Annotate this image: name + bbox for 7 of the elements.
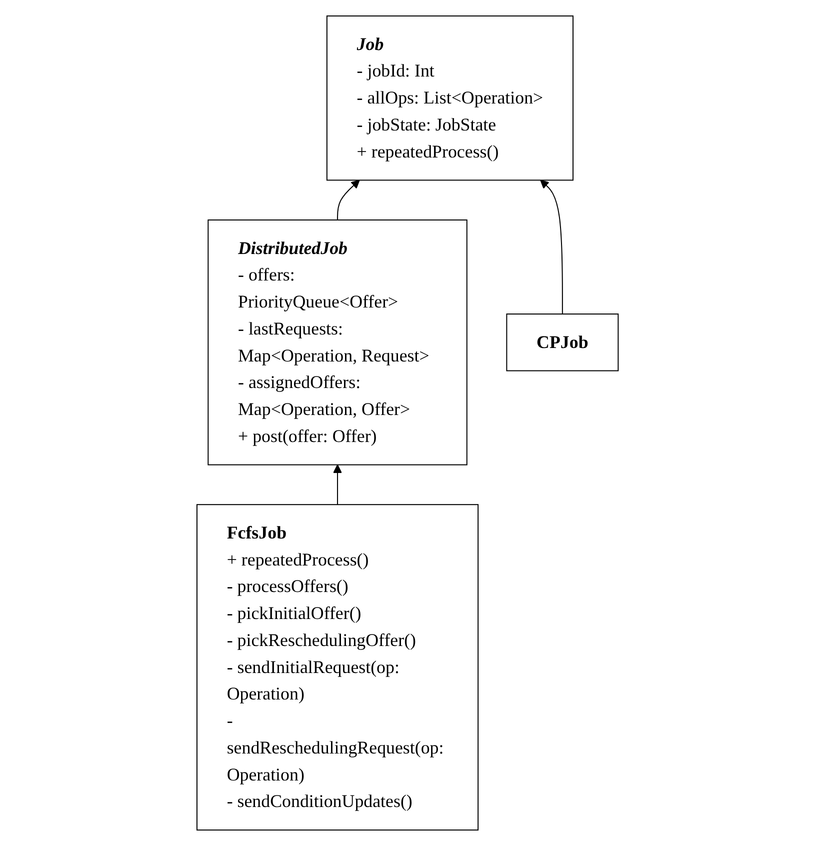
arrow	[333, 464, 342, 505]
node-box: CPJob	[506, 313, 619, 371]
arrow	[540, 179, 563, 314]
arrow	[336, 179, 360, 220]
node-box: DistributedJob - offers: PriorityQueue<Offer> - lastRequests: Map<Operation, Request> - assignedOffers: Map<Operation, Offer> + post(offer: Offer)	[208, 218, 468, 465]
node-box: Job - jobId: Int - allOps: List<Operation> - jobState: JobState + repeatedProcess()	[326, 14, 574, 180]
node-box: FcfsJob + repeatedProcess() - processOffers() - pickInitialOffer() - pickReschedulingOffer() - sendInitialRequest(op: Operation) - sendReschedulingRequest(op: Operation) - sendConditionUpdates()	[196, 504, 478, 830]
